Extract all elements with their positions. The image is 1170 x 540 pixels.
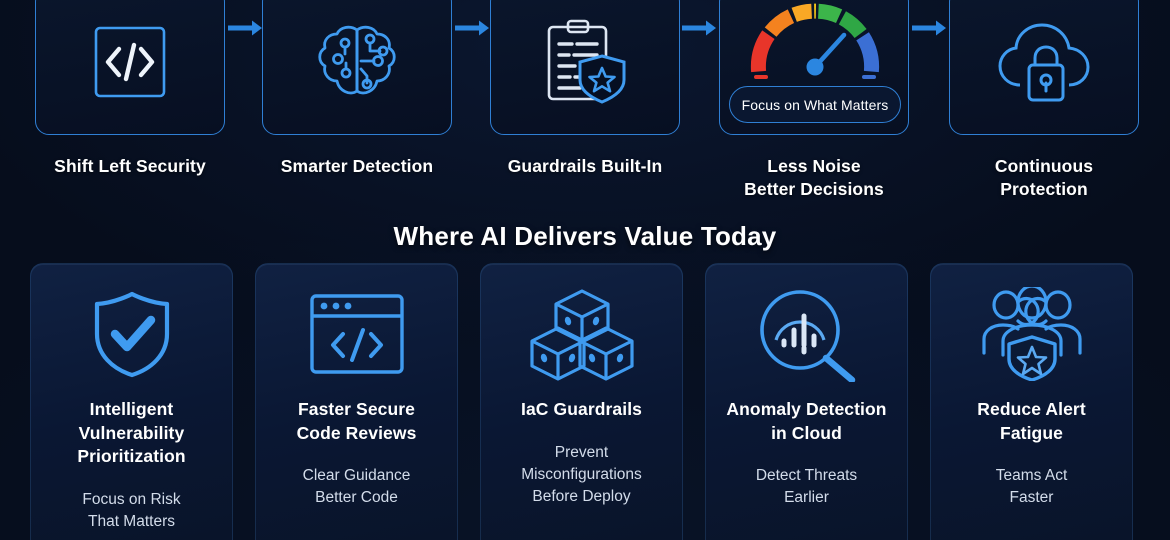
value-card-icon-slot	[91, 286, 173, 382]
value-card-icon-slot	[307, 286, 407, 382]
value-card-subtitle: Prevent Misconfigurations Before Deploy	[521, 443, 642, 505]
focus-pill-label: Focus on What Matters	[741, 96, 889, 113]
value-card-icon-slot	[979, 286, 1085, 382]
value-card-icon-slot	[529, 286, 634, 382]
pipeline-step-guardrails-built-in[interactable]: Guardrails Built-In	[490, 0, 680, 178]
pipeline-step-box	[262, 0, 452, 135]
pipeline-step-continuous-protection[interactable]: Continuous Protection	[949, 0, 1139, 202]
value-card-subtitle: Detect Threats Earlier	[755, 467, 858, 507]
gauge-hub	[806, 58, 824, 76]
pipeline-step-box	[490, 0, 680, 135]
pipeline-step-label: Shift Left Security	[54, 156, 206, 176]
value-card-iac-guardrails[interactable]: IaC Guardrails Prevent Misconfigurations…	[480, 263, 683, 540]
arrow-right-icon	[682, 20, 716, 36]
value-card-title: IaC Guardrails	[520, 399, 643, 419]
section-title: Where AI Delivers Value Today	[393, 221, 777, 251]
value-card-intelligent-vulnerability-prioritization[interactable]: Intelligent Vulnerability Prioritization…	[30, 263, 233, 540]
pipeline-step-shift-left-security[interactable]: Shift Left Security	[35, 0, 225, 178]
value-card-title: Faster Secure Code Reviews	[296, 399, 417, 443]
value-card-reduce-alert-fatigue[interactable]: Reduce Alert Fatigue Teams Act Faster	[930, 263, 1133, 540]
arrow-right-icon	[912, 20, 946, 36]
shield-check-icon	[94, 291, 169, 378]
pipeline-step-label: Less Noise Better Decisions	[744, 156, 884, 200]
pipeline-row: Shift Left Security	[0, 0, 1170, 199]
cubes-stack-icon	[529, 289, 634, 381]
value-card-subtitle: Clear Guidance Better Code	[302, 467, 411, 507]
cloud-lock-icon	[998, 22, 1090, 101]
value-cards-row: Intelligent Vulnerability Prioritization…	[30, 263, 1141, 540]
clipboard-shield-star-icon	[547, 19, 626, 104]
value-card-subtitle: Teams Act Faster	[995, 467, 1068, 507]
value-card-title: Intelligent Vulnerability Prioritization	[77, 399, 186, 467]
value-card-subtitle: Focus on Risk That Matters	[82, 490, 181, 530]
gauge-meter-icon	[750, 3, 880, 79]
pipeline-step-less-noise-better-decisions[interactable]: Focus on What Matters Less Noise Better …	[719, 0, 909, 202]
team-shield-icon	[981, 287, 1082, 381]
value-card-anomaly-detection-in-cloud[interactable]: Anomaly Detection in Cloud Detect Threat…	[705, 263, 908, 540]
code-brackets-icon	[94, 26, 166, 97]
arrow-right-icon	[228, 20, 262, 36]
pipeline-step-label: Smarter Detection	[280, 156, 434, 176]
focus-pill: Focus on What Matters	[729, 86, 901, 123]
value-card-title: Reduce Alert Fatigue	[977, 399, 1086, 443]
gauge-container	[720, 0, 908, 81]
arrow-right-icon	[455, 20, 489, 36]
pipeline-step-box	[949, 0, 1139, 135]
pipeline-step-smarter-detection[interactable]: Smarter Detection	[262, 0, 452, 178]
value-card-faster-secure-code-reviews[interactable]: Faster Secure Code Reviews Clear Guidanc…	[255, 263, 458, 540]
pipeline-step-label: Continuous Protection	[994, 156, 1094, 200]
pipeline-step-box: Focus on What Matters	[719, 0, 909, 135]
value-card-title: Anomaly Detection in Cloud	[726, 399, 887, 443]
magnifier-barchart-icon	[759, 290, 855, 382]
pipeline-step-label: Guardrails Built-In	[507, 156, 663, 176]
browser-code-icon	[309, 294, 404, 374]
brain-circuit-icon	[318, 25, 396, 94]
value-card-icon-slot	[756, 286, 858, 382]
pipeline-step-box	[35, 0, 225, 135]
